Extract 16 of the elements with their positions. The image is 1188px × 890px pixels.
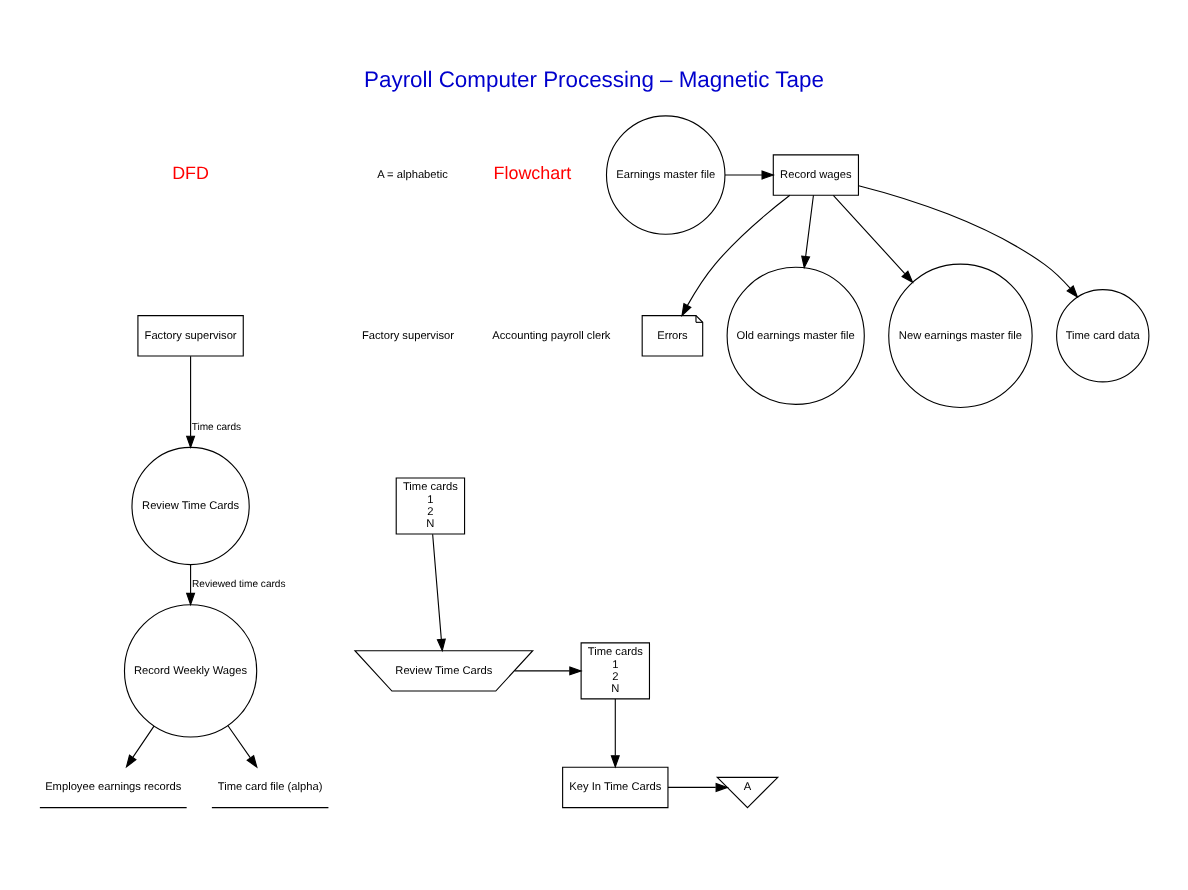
arrow: [858, 185, 1079, 299]
arrow: [610, 698, 620, 769]
arrow: [513, 666, 583, 676]
arrow: [185, 563, 196, 607]
label: Flowchart: [493, 163, 572, 184]
arrow: [125, 725, 155, 769]
arrow: [432, 533, 446, 653]
arrow: [227, 725, 258, 769]
diagram-title: Payroll Computer Processing – Magnetic Tape: [364, 68, 824, 93]
arrow: [724, 170, 775, 180]
arrow: [801, 194, 814, 270]
arrow: [681, 194, 791, 317]
arrow: [667, 782, 730, 793]
arrow: [185, 355, 196, 450]
label: DFD: [172, 163, 209, 184]
arrow: [832, 194, 914, 284]
